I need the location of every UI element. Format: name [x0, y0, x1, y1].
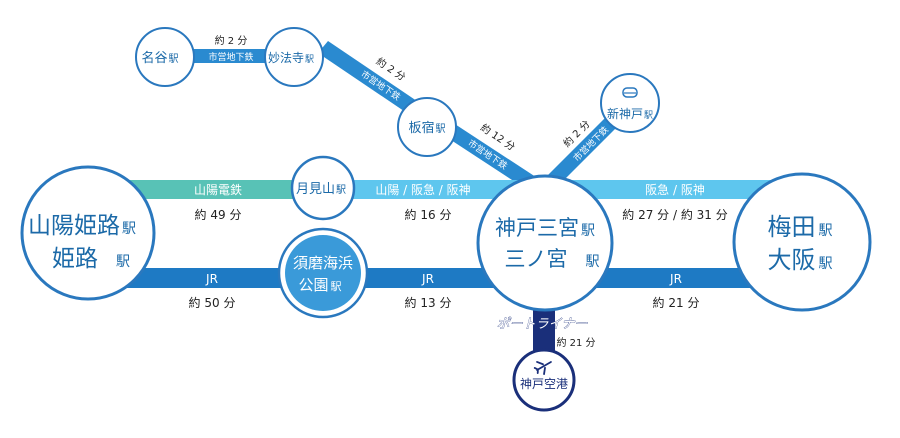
station-itayado-suffix: 駅 [436, 123, 446, 135]
time-hankyu-hanshin: 約 27 分 / 約 31 分 [622, 207, 727, 222]
time-jr-osaka: 約 21 分 [653, 295, 700, 310]
hankyu-hanshin-band-label: 阪急 / 阪神 [645, 182, 705, 197]
station-himeji-line2: 姫路 [52, 246, 98, 272]
sanyo-hankyu-hanshin-band [320, 180, 550, 199]
station-umeda-line1: 梅田 [768, 213, 816, 241]
station-tsukimiyama: 月見山駅 [290, 155, 356, 221]
sanyo-hankyu-hanshin-band-label: 山陽 / 阪急 / 阪神 [375, 182, 470, 197]
time-sanyo-denki: 約 49 分 [195, 207, 242, 222]
station-sumaurahama-line2: 公園 [298, 276, 328, 294]
station-himeji: 山陽姫路駅 姫路駅 [20, 165, 156, 301]
svg-text:大阪駅: 大阪駅 [768, 246, 833, 274]
station-sumaurahama-suffix: 駅 [331, 280, 342, 293]
time-sanyo-hankyu-hanshin: 約 16 分 [405, 207, 452, 222]
station-myohoji-name: 妙法寺 [268, 51, 304, 65]
station-osaka-line2: 大阪 [768, 246, 816, 274]
svg-text:梅田駅: 梅田駅 [768, 213, 833, 241]
station-kobe-line2: 三ノ宮 [505, 247, 568, 271]
jr-suma-band-label: JR [421, 272, 434, 286]
station-tsukimiyama-suffix: 駅 [336, 184, 346, 196]
jr-osaka-band-label: JR [669, 272, 682, 286]
jr-himeji-band-label: JR [205, 272, 218, 286]
sanyo-band [100, 180, 320, 199]
jr-band [100, 268, 810, 288]
station-kobe-sannomiya: 神戸三宮駅 三ノ宮駅 [476, 174, 614, 312]
portliner-name: ポートライナー [497, 316, 589, 332]
airplane-icon [533, 361, 552, 375]
station-kobe-suffix2: 駅 [586, 254, 600, 270]
svg-text:妙法寺駅: 妙法寺駅 [268, 51, 314, 65]
svg-text:月見山駅: 月見山駅 [296, 182, 346, 197]
time-subway-myodani: 約 2 分 [215, 34, 248, 47]
station-itayado: 板宿駅 [397, 97, 457, 157]
station-himeji-suffix2: 駅 [116, 254, 130, 270]
shinkansen-icon [622, 87, 638, 98]
station-myohoji: 妙法寺駅 [264, 27, 324, 87]
subway-band-myodani [168, 49, 288, 63]
station-shinkobe: 新神戸駅 [600, 73, 660, 133]
time-jr-himeji: 約 50 分 [189, 295, 236, 310]
svg-text:公園駅: 公園駅 [298, 276, 341, 294]
station-umeda-suffix1: 駅 [819, 223, 833, 239]
station-myodani-name: 名谷 [141, 50, 167, 66]
station-kobe-line1: 神戸三宮 [495, 216, 579, 240]
station-sumaurahama: 須磨海浜 公園駅 [277, 227, 369, 319]
station-sumaurahama-line1: 須磨海浜 [293, 254, 353, 272]
time-portliner: 約 21 分 [556, 336, 595, 349]
svg-text:板宿駅: 板宿駅 [408, 120, 445, 136]
station-kobe-airport: 神戸空港 [512, 348, 576, 412]
subway-band-itayado [428, 113, 545, 195]
station-himeji-line1: 山陽姫路 [28, 213, 120, 239]
station-shinkobe-name: 新神戸 [607, 106, 643, 121]
station-myodani-suffix: 駅 [169, 53, 179, 65]
station-tsukimiyama-name: 月見山 [296, 182, 335, 197]
station-kobe-airport-name: 神戸空港 [520, 377, 568, 391]
svg-text:新神戸駅: 新神戸駅 [607, 106, 653, 121]
station-kobe-suffix1: 駅 [581, 223, 595, 239]
station-shinkobe-suffix: 駅 [644, 110, 653, 121]
sanyo-band-label: 山陽電鉄 [194, 182, 242, 197]
station-osaka-suffix2: 駅 [819, 256, 833, 272]
svg-text:姫路駅: 姫路 駅 [52, 246, 130, 272]
time-jr-suma: 約 13 分 [405, 295, 452, 310]
hankyu-hanshin-band [550, 180, 810, 199]
svg-text:名谷駅: 名谷駅 [141, 50, 178, 66]
station-umeda-osaka: 梅田駅 大阪駅 [732, 172, 872, 312]
station-himeji-suffix1: 駅 [122, 221, 136, 237]
station-myohoji-suffix: 駅 [305, 54, 314, 65]
subway-myodani-band-label: 市営地下鉄 [208, 51, 253, 63]
station-itayado-name: 板宿 [408, 120, 434, 136]
station-myodani: 名谷駅 [135, 27, 195, 87]
